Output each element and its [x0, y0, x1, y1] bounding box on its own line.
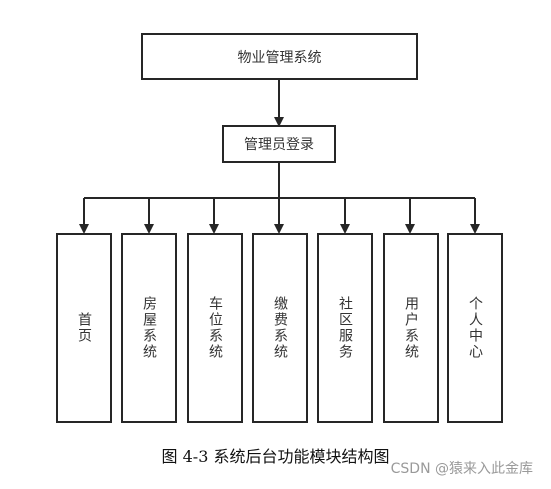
- module-node-parking: 车位系统: [187, 233, 243, 423]
- module-label: 首页: [76, 312, 92, 344]
- root-node: 物业管理系统: [141, 33, 418, 80]
- module-label: 用户系统: [403, 296, 419, 360]
- module-label: 缴费系统: [272, 296, 288, 360]
- module-node-payment: 缴费系统: [252, 233, 308, 423]
- module-node-profile: 个人中心: [447, 233, 503, 423]
- module-node-home: 首页: [56, 233, 112, 423]
- login-node: 管理员登录: [222, 125, 336, 163]
- figure-caption: 图 4-3 系统后台功能模块结构图: [161, 447, 390, 466]
- module-label: 车位系统: [207, 296, 223, 360]
- watermark: CSDN @猿来入此金库: [390, 461, 533, 477]
- module-label: 房屋系统: [141, 296, 157, 360]
- login-node-label: 管理员登录: [244, 137, 314, 153]
- module-node-housing: 房屋系统: [121, 233, 177, 423]
- module-node-users: 用户系统: [383, 233, 439, 423]
- root-node-label: 物业管理系统: [237, 49, 322, 66]
- module-label: 个人中心: [467, 296, 483, 360]
- module-label: 社区服务: [337, 296, 353, 360]
- module-node-community: 社区服务: [317, 233, 373, 423]
